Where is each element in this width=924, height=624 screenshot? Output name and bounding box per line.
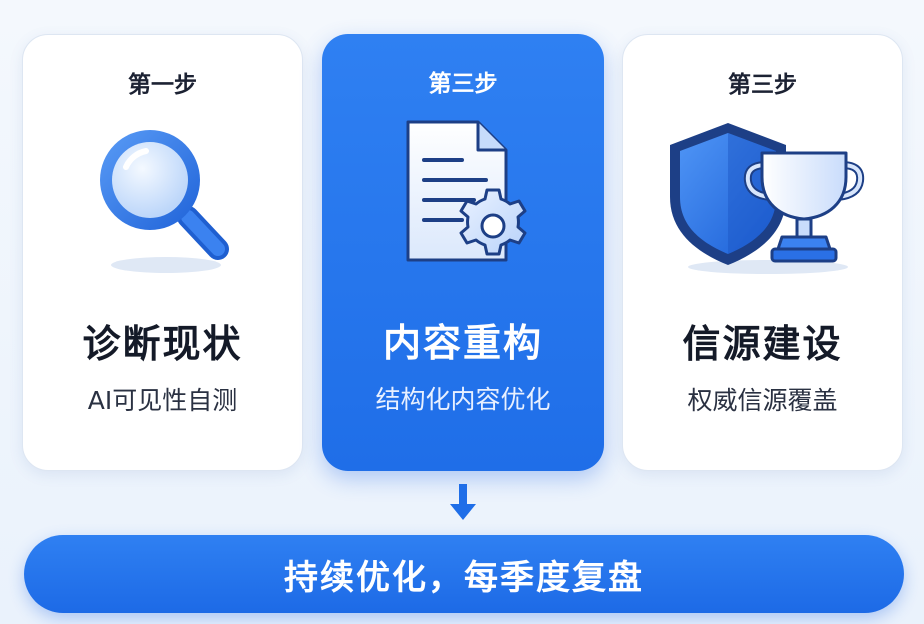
- step-card-diagnose: 第一步: [22, 34, 303, 471]
- card-title: 内容重构: [382, 321, 543, 365]
- illustration: [322, 114, 604, 279]
- step-card-sources: 第三步: [622, 34, 903, 471]
- magnifier-icon: [99, 130, 229, 273]
- card-title: 信源建设: [682, 322, 843, 366]
- card-subtitle: 结构化内容优化: [375, 385, 551, 414]
- banner-text: 持续优化，每季度复盘: [284, 557, 644, 598]
- card-title: 诊断现状: [82, 322, 243, 366]
- illustration: [623, 115, 902, 280]
- summary-banner: 持续优化，每季度复盘: [24, 535, 904, 613]
- document-gear-icon: [406, 120, 527, 262]
- card-subtitle: 权威信源覆盖: [687, 386, 838, 415]
- shield-trophy-icon: [669, 123, 864, 274]
- illustration: [23, 115, 302, 280]
- step-label: 第三步: [428, 71, 498, 97]
- card-subtitle: AI可见性自测: [87, 386, 238, 415]
- step-label: 第一步: [128, 72, 197, 98]
- step-label: 第三步: [728, 72, 797, 98]
- step-card-restructure: 第三步: [322, 34, 604, 471]
- arrow-down-icon: [450, 484, 476, 520]
